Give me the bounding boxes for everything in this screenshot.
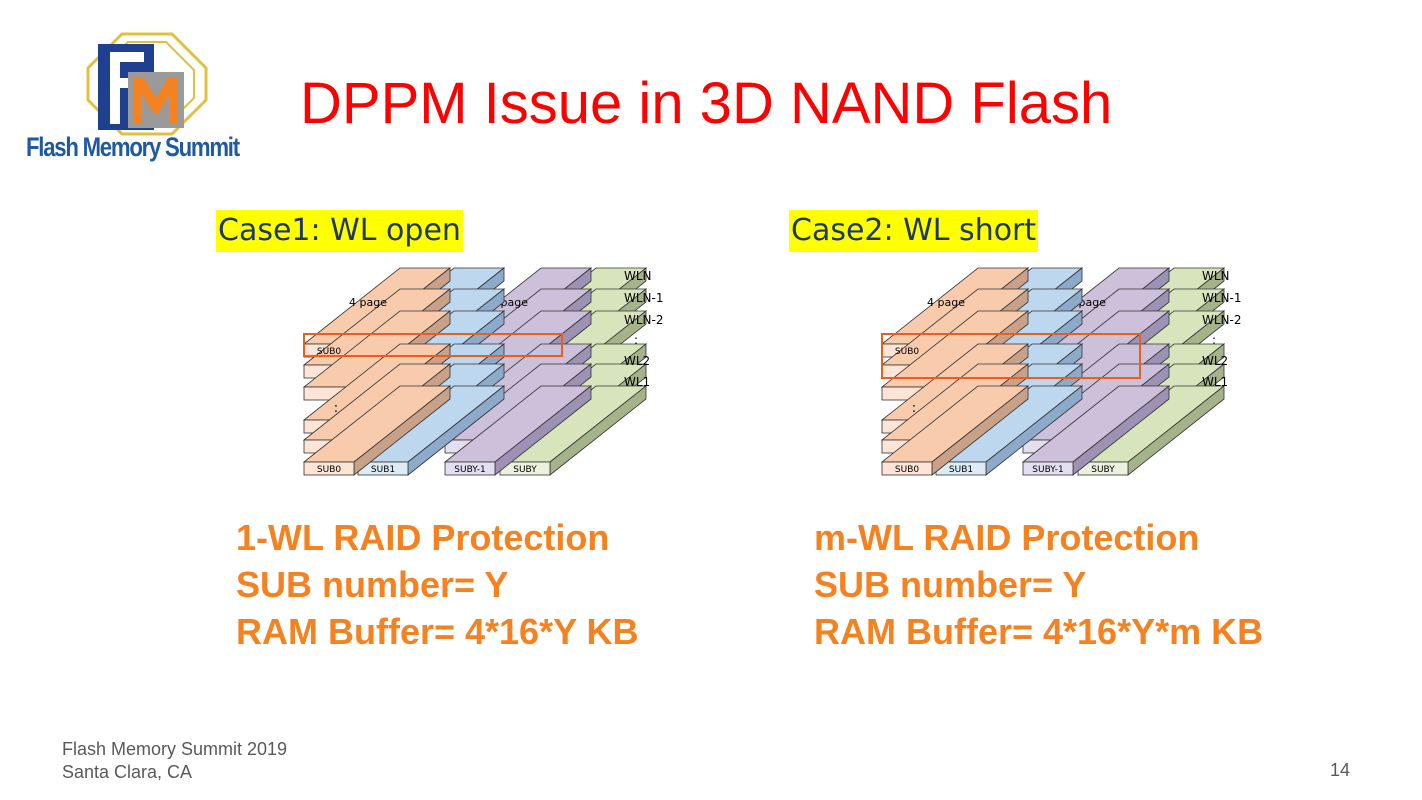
raid-selection-box <box>303 333 563 357</box>
ellipsis-dots: : <box>334 401 338 416</box>
case1-point-2: SUB number= Y <box>236 564 509 605</box>
footer-location: Santa Clara, CA <box>62 762 193 782</box>
sub-label-top: SUB0 <box>317 347 341 357</box>
case2-point-2: SUB number= Y <box>814 564 1087 605</box>
case2-label: Case2: WL short <box>789 210 1039 252</box>
wordline-label: WLN-1 <box>624 291 664 305</box>
logo-text: Flash Memory Summit <box>26 132 240 162</box>
wordline-label: WL1 <box>1202 375 1228 389</box>
wordline-label: WLN <box>1202 269 1230 283</box>
wordline-block-front <box>881 461 933 476</box>
sub-label-bottom: SUBY <box>1091 465 1115 475</box>
wordline-block-front <box>444 461 496 476</box>
case1-points: 1-WL RAID Protection SUB number= Y RAM B… <box>236 514 638 655</box>
case2-point-1: m-WL RAID Protection <box>814 517 1200 558</box>
sub-label-bottom: SUB0 <box>317 465 341 475</box>
page-title: DPPM Issue in 3D NAND Flash <box>300 71 1113 136</box>
wordline-label: WL2 <box>624 354 650 368</box>
page-label: 4 page <box>349 296 387 309</box>
case1-point-3: RAM Buffer= 4*16*Y KB <box>236 611 639 652</box>
case1-point-1: 1-WL RAID Protection <box>236 517 610 558</box>
sub-label-top: SUB0 <box>895 347 919 357</box>
wordline-label: WLN-1 <box>1202 291 1242 305</box>
wordline-label: WL1 <box>624 375 650 389</box>
ellipsis-dots: : <box>912 401 916 416</box>
wordline-block-front <box>1022 461 1074 476</box>
sub-label-bottom: SUBY-1 <box>1032 465 1063 475</box>
wordline-label: : <box>634 333 638 347</box>
wordline-label: WLN-2 <box>624 313 664 327</box>
wordline-label: WL2 <box>1202 354 1228 368</box>
fms-emblem-icon <box>86 32 208 136</box>
raid-selection-box <box>881 333 1141 379</box>
flash-memory-summit-logo: Flash Memory Summit <box>26 32 246 172</box>
footer: Flash Memory Summit 2019 Santa Clara, CA <box>62 738 287 784</box>
case2-points: m-WL RAID Protection SUB number= Y RAM B… <box>814 514 1263 655</box>
sub-label-bottom: SUB1 <box>371 465 395 475</box>
wordline-label: WLN <box>624 269 652 283</box>
sub-label-bottom: SUB1 <box>949 465 973 475</box>
page-number: 14 <box>1330 760 1351 780</box>
sub-label-bottom: SUBY <box>513 465 537 475</box>
wordline-label: : <box>1212 333 1216 347</box>
page-label: 4 page <box>927 296 965 309</box>
case1-label: Case1: WL open <box>216 210 463 252</box>
footer-event: Flash Memory Summit 2019 <box>62 739 288 759</box>
sub-label-bottom: SUBY-1 <box>454 465 485 475</box>
wordline-block-front <box>303 461 355 476</box>
sub-label-bottom: SUB0 <box>895 465 919 475</box>
case2-point-3: RAM Buffer= 4*16*Y*m KB <box>814 611 1264 652</box>
wordline-label: WLN-2 <box>1202 313 1242 327</box>
